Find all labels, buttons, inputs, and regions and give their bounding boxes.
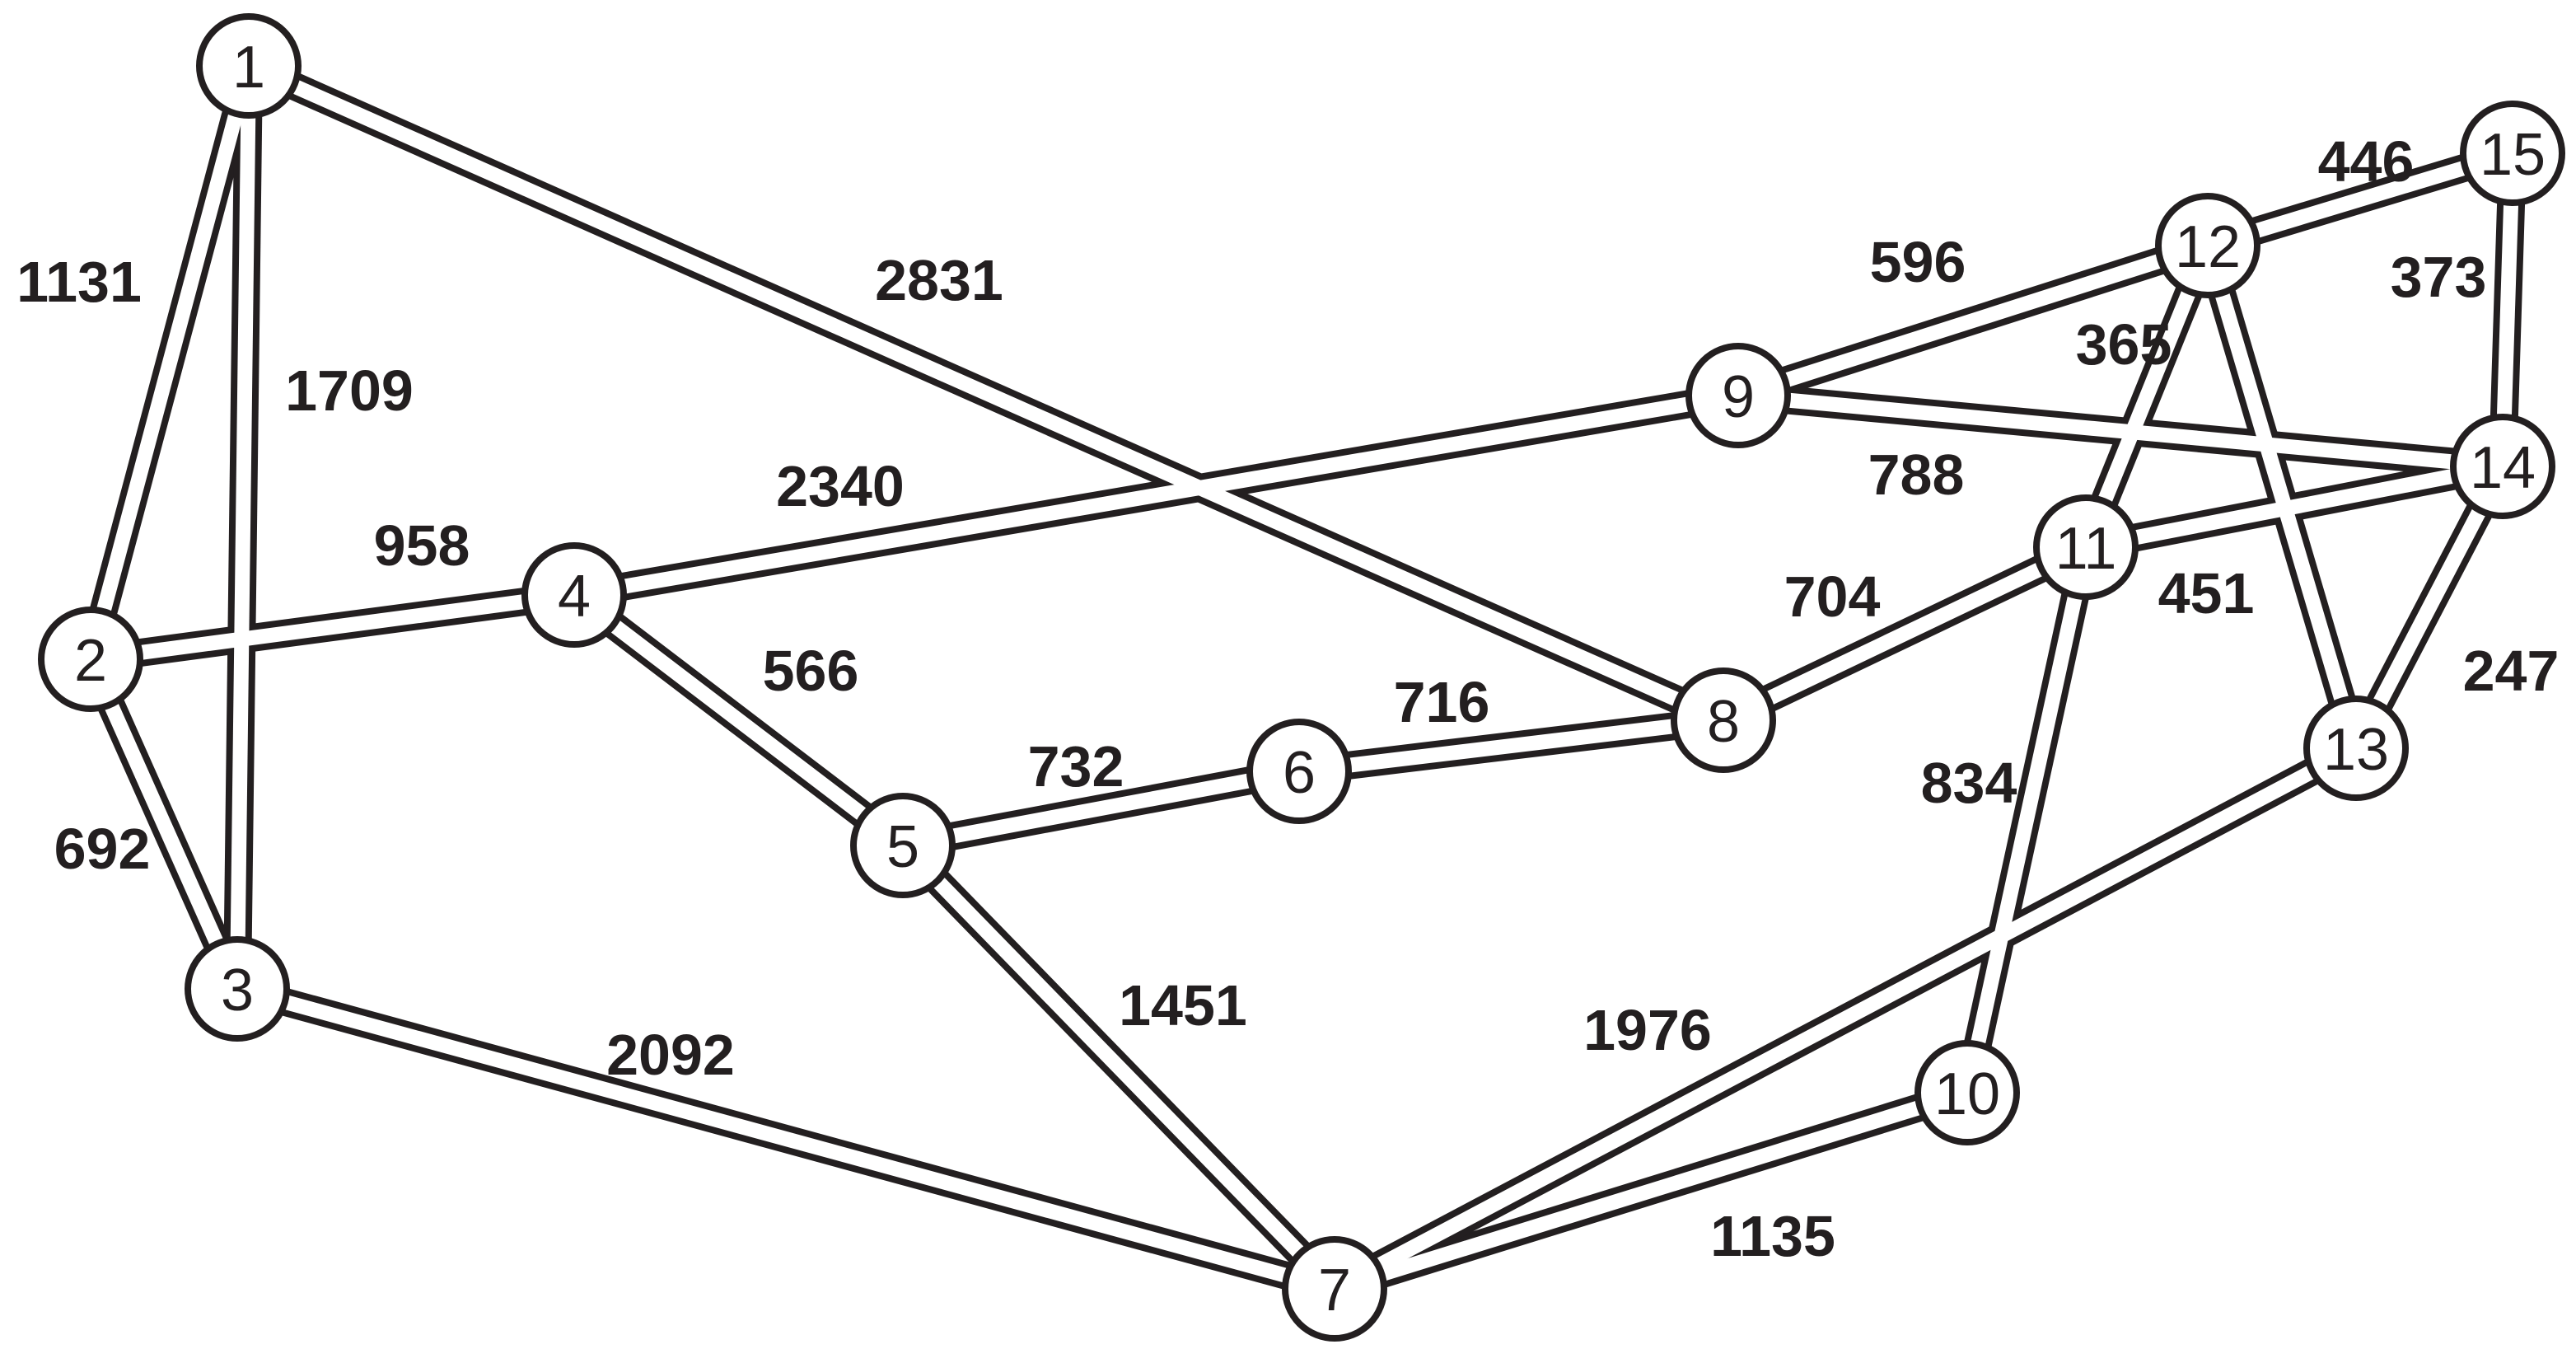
node-circle <box>850 793 956 898</box>
node-12: 12 <box>2155 193 2260 298</box>
node-label: 13 <box>2323 717 2389 783</box>
node-circle <box>2033 494 2139 600</box>
link-core-2-4 <box>89 588 576 667</box>
node-label: 11 <box>2055 516 2117 582</box>
link-core-1-8 <box>245 59 1727 728</box>
link-weight-9-14: 788 <box>1868 443 1965 507</box>
node-9: 9 <box>1685 343 1791 448</box>
link-core-10-11 <box>1960 546 2093 1094</box>
node-circle <box>2450 414 2555 519</box>
link-weight-11-12: 365 <box>2076 312 2172 377</box>
node-7: 7 <box>1282 1236 1387 1342</box>
link-weight-12-15: 446 <box>2318 129 2415 194</box>
link-core-4-9 <box>573 388 1740 602</box>
link-core-5-6 <box>901 764 1301 853</box>
node-circle <box>2460 101 2565 206</box>
link-weight-6-8: 716 <box>1394 670 1490 734</box>
node-1: 1 <box>196 13 302 119</box>
link-core-9-14 <box>1737 388 2504 474</box>
node-3: 3 <box>185 936 290 1042</box>
node-circle <box>1282 1236 1387 1342</box>
link-core-7-10 <box>1332 1085 1970 1296</box>
link-core-1-2 <box>83 63 256 662</box>
link-core-9-12 <box>1736 238 2210 403</box>
link-weight-2-3: 692 <box>54 817 151 881</box>
link-core-3-7 <box>235 981 1337 1296</box>
node-5: 5 <box>850 793 956 898</box>
node-label: 7 <box>1318 1258 1351 1323</box>
node-circle <box>38 607 143 712</box>
node-6: 6 <box>1246 719 1352 824</box>
link-core-6-8 <box>1297 713 1725 779</box>
link-weight-1-3: 1709 <box>285 358 414 423</box>
node-11: 11 <box>2033 494 2139 600</box>
node-circle <box>1671 667 1776 773</box>
node-13: 13 <box>2303 696 2409 801</box>
link-weight-9-12: 596 <box>1870 230 1966 294</box>
node-10: 10 <box>1914 1040 2020 1145</box>
link-weight-2-4: 958 <box>374 513 470 578</box>
node-label: 10 <box>1934 1061 2000 1127</box>
link-weight-7-10: 1135 <box>1710 1204 1835 1268</box>
node-label: 8 <box>1707 689 1740 755</box>
node-circle <box>185 936 290 1042</box>
node-label: 15 <box>2480 122 2546 188</box>
link-weight-4-9: 2340 <box>776 454 905 518</box>
link-weight-10-11: 834 <box>1921 751 2017 815</box>
weights-layer: 1131170928316929582092566234073214517161… <box>16 129 2559 1268</box>
link-weight-5-6: 732 <box>1028 734 1124 799</box>
node-circle <box>1246 719 1352 824</box>
link-weight-3-7: 2092 <box>606 1023 735 1087</box>
link-weight-4-5: 566 <box>763 639 859 703</box>
link-weight-11-14: 451 <box>2158 561 2255 625</box>
node-circle <box>196 13 302 119</box>
node-circle <box>1685 343 1791 448</box>
link-core-11-12 <box>2078 242 2215 550</box>
node-8: 8 <box>1671 667 1776 773</box>
link-weight-14-15: 373 <box>2391 245 2487 309</box>
node-label: 14 <box>2470 435 2536 501</box>
edges-outer-layer <box>77 53 2527 1303</box>
link-core-13-14 <box>2349 462 2509 752</box>
node-circle <box>2303 696 2409 801</box>
node-label: 4 <box>558 564 591 630</box>
node-label: 1 <box>232 35 265 101</box>
node-label: 3 <box>221 958 254 1023</box>
node-14: 14 <box>2450 414 2555 519</box>
node-15: 15 <box>2460 101 2565 206</box>
node-label: 2 <box>74 628 107 694</box>
link-core-11-14 <box>2084 459 2504 555</box>
link-weight-5-7: 1451 <box>1119 973 1247 1038</box>
node-circle <box>1914 1040 2020 1145</box>
link-weight-1-2: 1131 <box>16 250 142 314</box>
node-2: 2 <box>38 607 143 712</box>
link-core-7-13 <box>1330 742 2360 1295</box>
link-weight-8-11: 704 <box>1784 564 1881 629</box>
link-core-5-7 <box>897 840 1340 1295</box>
node-label: 6 <box>1283 740 1316 806</box>
node-label: 12 <box>2175 214 2241 280</box>
link-weight-1-8: 2831 <box>875 248 1003 312</box>
node-label: 5 <box>886 814 919 880</box>
link-weight-7-13: 1976 <box>1583 998 1712 1062</box>
link-core-12-15 <box>2205 146 2515 253</box>
link-core-4-5 <box>569 588 908 852</box>
link-core-8-11 <box>1720 540 2089 728</box>
node-circle <box>2155 193 2260 298</box>
node-circle <box>521 542 627 648</box>
link-core-2-3 <box>83 656 245 992</box>
link-weight-13-14: 247 <box>2463 639 2560 703</box>
link-core-12-13 <box>2200 243 2363 751</box>
link-core-1-3 <box>230 65 256 990</box>
node-4: 4 <box>521 542 627 648</box>
edges-inner-layer <box>83 59 2520 1296</box>
node-label: 9 <box>1722 364 1755 430</box>
